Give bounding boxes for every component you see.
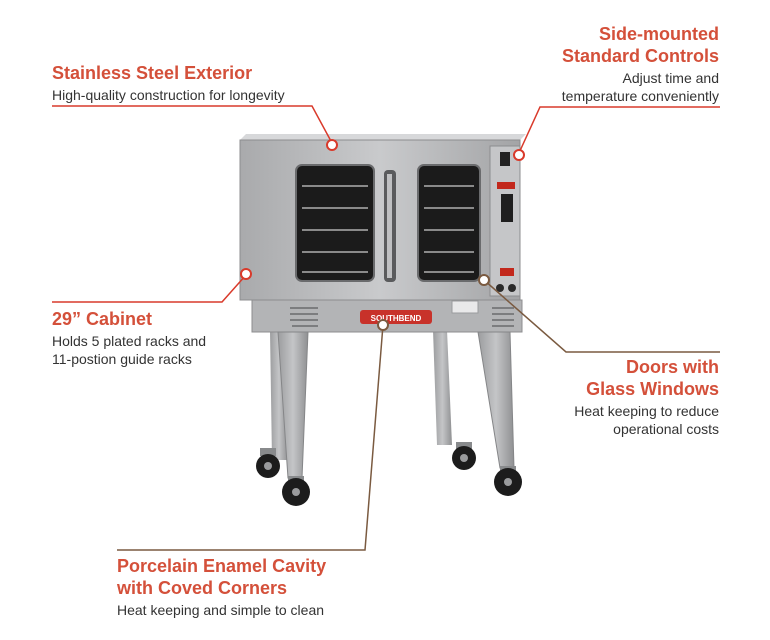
callout-stainless-exterior: Stainless Steel Exterior High-quality co…	[52, 62, 382, 104]
caster-wheel-icon	[256, 442, 522, 506]
callout-desc-line1: Holds 5 plated racks and	[52, 333, 207, 349]
callout-title: Stainless Steel Exterior	[52, 63, 253, 83]
callout-title-line1: Side-mounted	[599, 24, 719, 44]
callout-title-line1: Porcelain Enamel Cavity	[117, 556, 327, 576]
vent-louver-icon	[290, 307, 514, 327]
leader-doors	[483, 279, 720, 353]
callout-title-line2: Standard Controls	[561, 46, 719, 66]
callout-title: 29” Cabinet	[52, 309, 153, 329]
callout-dots	[240, 139, 525, 331]
callout-leader-lines	[52, 105, 720, 551]
callout-desc-line2: 11-postion guide racks	[52, 351, 192, 367]
leader-cavity	[117, 324, 384, 551]
callout-desc: Heat keeping and simple to clean	[117, 602, 325, 618]
callout-side-controls: Side-mounted Standard Controls Adjust ti…	[459, 23, 719, 105]
callout-desc: High-quality construction for longevity	[52, 87, 285, 103]
callout-desc-line2: temperature conveniently	[561, 88, 719, 104]
callout-desc-line2: operational costs	[613, 421, 719, 437]
callout-title-line1: Doors with	[626, 357, 719, 377]
brand-plate-text: SOUTHBEND	[371, 314, 422, 323]
callout-doors-glass: Doors with Glass Windows Heat keeping to…	[499, 356, 719, 438]
control-panel	[489, 145, 521, 297]
callout-desc-line1: Adjust time and	[622, 70, 720, 86]
leader-controls	[518, 106, 720, 154]
control-knob-icon	[496, 284, 504, 292]
left-door-window	[295, 164, 375, 282]
right-door-window	[417, 164, 481, 282]
callout-cabinet: 29” Cabinet Holds 5 plated racks and 11-…	[52, 308, 302, 368]
callout-title-line2: with Coved Corners	[117, 578, 288, 598]
leader-cabinet	[52, 274, 247, 303]
leader-exterior	[52, 105, 333, 144]
callout-porcelain-cavity: Porcelain Enamel Cavity with Coved Corne…	[117, 555, 417, 619]
callout-desc-line1: Heat keeping to reduce	[574, 403, 719, 419]
oven-top	[240, 134, 526, 140]
oven-legs-front	[277, 331, 515, 479]
callout-title-line2: Glass Windows	[586, 379, 719, 399]
brand-plate	[360, 310, 432, 324]
